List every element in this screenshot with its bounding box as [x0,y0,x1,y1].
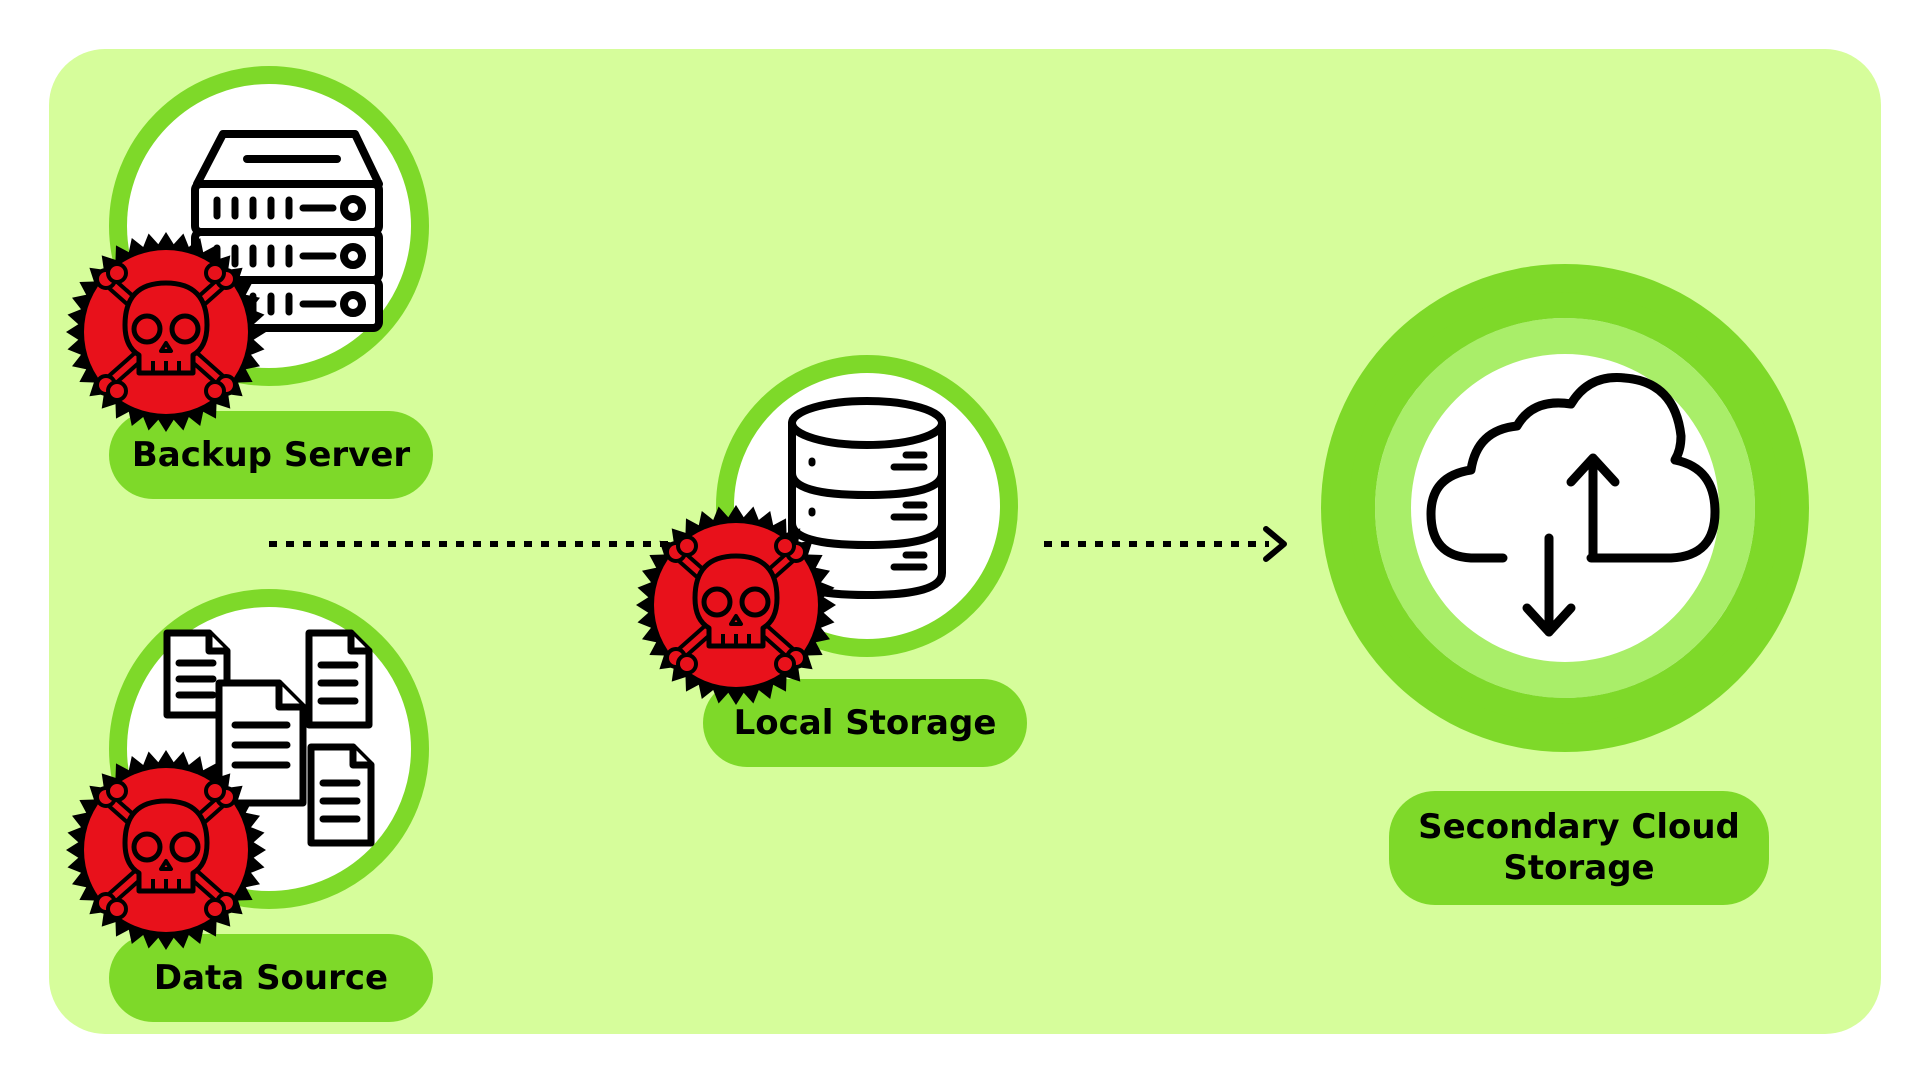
documents-icon [163,629,375,847]
skull-crossbones-icon [66,750,266,950]
secondary-cloud-label: Secondary Cloud Storage [1389,791,1769,905]
diagram-panel: Backup Server Data Source [49,49,1881,1034]
backup-server-compromised-badge [61,227,271,437]
data-source-label: Data Source [109,934,433,1022]
skull-crossbones-icon [66,232,266,432]
secondary-cloud-node [1349,292,1781,724]
skull-crossbones-icon [636,505,836,705]
database-icon [788,397,946,599]
cloud-sync-icon [1426,373,1720,637]
data-source-compromised-badge [61,745,271,955]
local-storage-label: Local Storage [703,679,1027,767]
connector-to-cloud-arrow [1044,526,1287,562]
local-storage-compromised-badge [631,500,841,710]
